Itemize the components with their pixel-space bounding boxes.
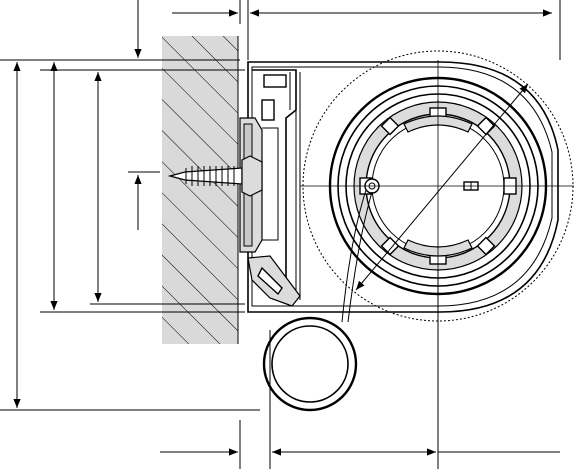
top-dimensions bbox=[172, 0, 561, 60]
cord bbox=[341, 189, 373, 323]
housing-box bbox=[247, 61, 559, 313]
pulley-ring-icon bbox=[262, 316, 358, 412]
mounting-bracket bbox=[239, 117, 301, 307]
screw-icon bbox=[167, 155, 263, 197]
wall-section bbox=[162, 36, 239, 344]
diameter-dimension bbox=[355, 83, 529, 291]
left-dimensions bbox=[0, 0, 260, 411]
